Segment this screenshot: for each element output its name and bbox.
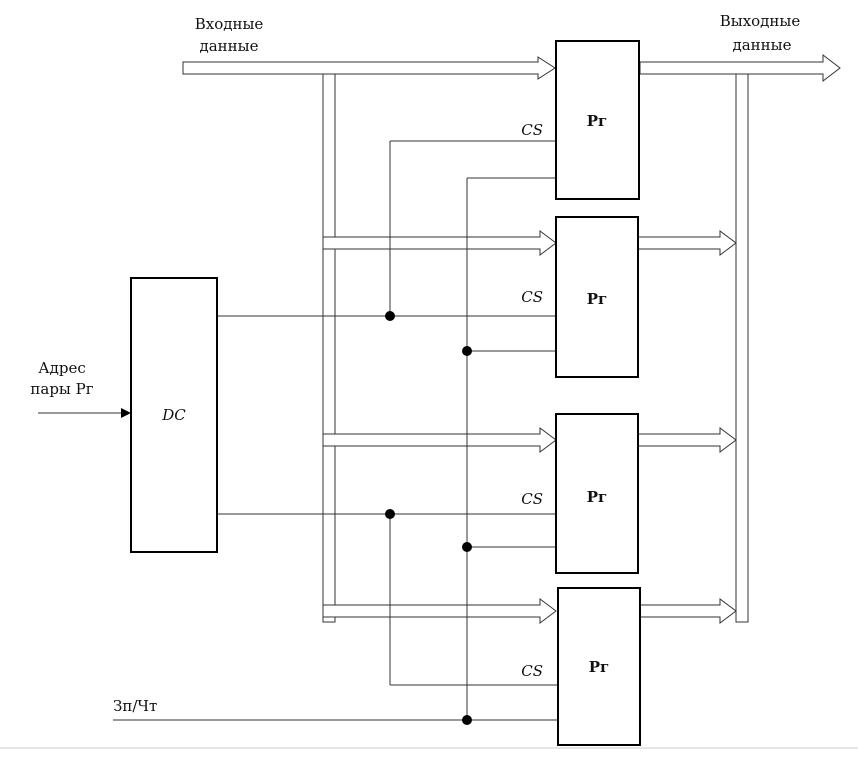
- output-data-bus: [639, 53, 841, 83]
- register-1-label: Рг: [587, 112, 607, 130]
- decoder-block: [130, 277, 218, 553]
- register-3-block: [555, 413, 639, 574]
- junction-dot: [462, 346, 472, 356]
- junction-dot: [462, 542, 472, 552]
- decoder-label: DC: [161, 406, 186, 424]
- register-2-cs-label: CS: [521, 288, 543, 306]
- register-1-cs-label: CS: [521, 121, 543, 139]
- control-wires: [38, 140, 558, 721]
- register-2-block: [555, 216, 639, 378]
- register-4-cs-label: CS: [521, 662, 543, 680]
- junction-dots: [385, 311, 472, 725]
- register-4: Рг CS: [521, 587, 641, 746]
- output-data-label-line1: Выходные: [720, 12, 801, 30]
- junction-dot: [385, 509, 395, 519]
- address-label-line2: пары Рг: [30, 380, 93, 398]
- register-3-cs-label: CS: [521, 490, 543, 508]
- output-data-label-line2: данные: [733, 36, 792, 54]
- input-vertical-bus: [322, 73, 336, 623]
- register-3: Рг CS: [521, 413, 639, 574]
- output-branch-arrows: [637, 230, 737, 624]
- input-data-bus: [182, 56, 556, 80]
- output-vertical-bus: [735, 73, 749, 623]
- register-2: Рг CS: [521, 216, 639, 378]
- register-3-label: Рг: [587, 488, 607, 506]
- junction-dot: [462, 715, 472, 725]
- register-2-label: Рг: [587, 290, 607, 308]
- input-data-label-line2: данные: [200, 37, 259, 55]
- junction-dot: [385, 311, 395, 321]
- register-4-block: [557, 587, 641, 746]
- address-label-line1: Адрес: [38, 359, 85, 377]
- register-1: Рг CS: [521, 40, 640, 200]
- register-4-label: Рг: [589, 658, 609, 676]
- input-data-label-line1: Входные: [195, 15, 264, 33]
- address-arrowhead: [121, 408, 131, 418]
- write-read-label: Зп/Чт: [113, 697, 157, 715]
- register-1-block: [555, 40, 640, 200]
- input-branch-arrows: [322, 230, 557, 624]
